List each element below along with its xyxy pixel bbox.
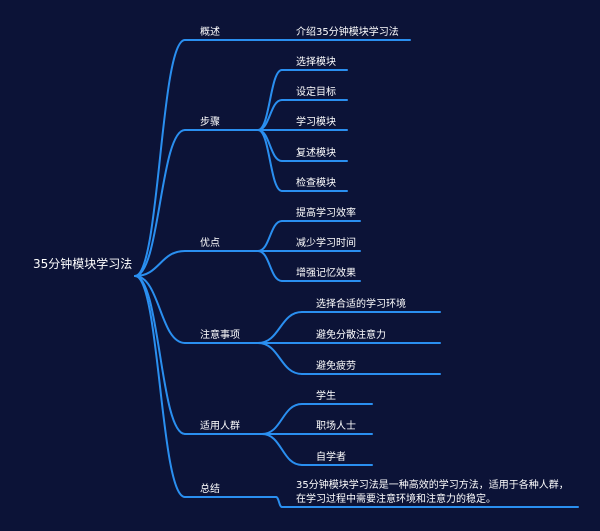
root-to-branch-connector <box>134 250 186 277</box>
branch-to-leaf-connector <box>257 129 283 192</box>
branch-node[interactable]: 步骤 <box>200 116 220 128</box>
leaf-node[interactable]: 复述模块 <box>296 146 336 159</box>
root-to-branch-connector <box>134 275 186 344</box>
branch-node[interactable]: 注意事项 <box>200 328 240 341</box>
leaf-node[interactable]: 学生 <box>316 389 336 402</box>
root-node[interactable]: 35分钟模块学习法 <box>33 256 132 271</box>
connector-lines <box>134 39 579 508</box>
leaf-node[interactable]: 自学者 <box>316 450 346 463</box>
branch-node[interactable]: 优点 <box>200 236 220 249</box>
branch-node[interactable]: 总结 <box>200 482 220 495</box>
branch-node[interactable]: 概述 <box>200 25 220 38</box>
root-to-branch-connector <box>134 275 186 498</box>
branch-node[interactable]: 适用人群 <box>200 419 240 432</box>
branch-to-leaf-connector <box>261 433 303 466</box>
leaf-node[interactable]: 设定目标 <box>296 85 336 98</box>
summary-text-line[interactable]: 在学习过程中需要注意环境和注意力的稳定。 <box>296 492 496 505</box>
leaf-node[interactable]: 避免分散注意力 <box>316 328 386 341</box>
leaf-node[interactable]: 介绍35分钟模块学习法 <box>296 25 399 38</box>
leaf-node[interactable]: 增强记忆效果 <box>296 266 356 279</box>
root-to-branch-connector <box>134 129 186 277</box>
branch-to-leaf-connector <box>257 250 283 282</box>
leaf-node[interactable]: 学习模块 <box>296 115 336 128</box>
leaf-node[interactable]: 避免疲劳 <box>316 359 356 372</box>
leaf-node[interactable]: 职场人士 <box>316 419 356 432</box>
branch-to-leaf-connector <box>275 496 283 508</box>
summary-text-line[interactable]: 35分钟模块学习法是一种高效的学习方法，适用于各种人群， <box>296 478 569 491</box>
root-to-branch-connector <box>134 39 186 277</box>
leaf-node[interactable]: 选择模块 <box>296 55 336 68</box>
leaf-node[interactable]: 减少学习时间 <box>296 236 356 249</box>
branch-to-leaf-connector <box>257 342 303 375</box>
root-to-branch-connector <box>134 275 186 435</box>
leaf-node[interactable]: 提高学习效率 <box>296 206 356 219</box>
branch-to-leaf-connector <box>261 403 303 435</box>
branch-to-leaf-connector <box>257 311 303 344</box>
leaf-node[interactable]: 检查模块 <box>296 176 336 189</box>
leaf-node[interactable]: 选择合适的学习环境 <box>316 297 406 310</box>
branch-to-leaf-connector <box>257 220 283 252</box>
